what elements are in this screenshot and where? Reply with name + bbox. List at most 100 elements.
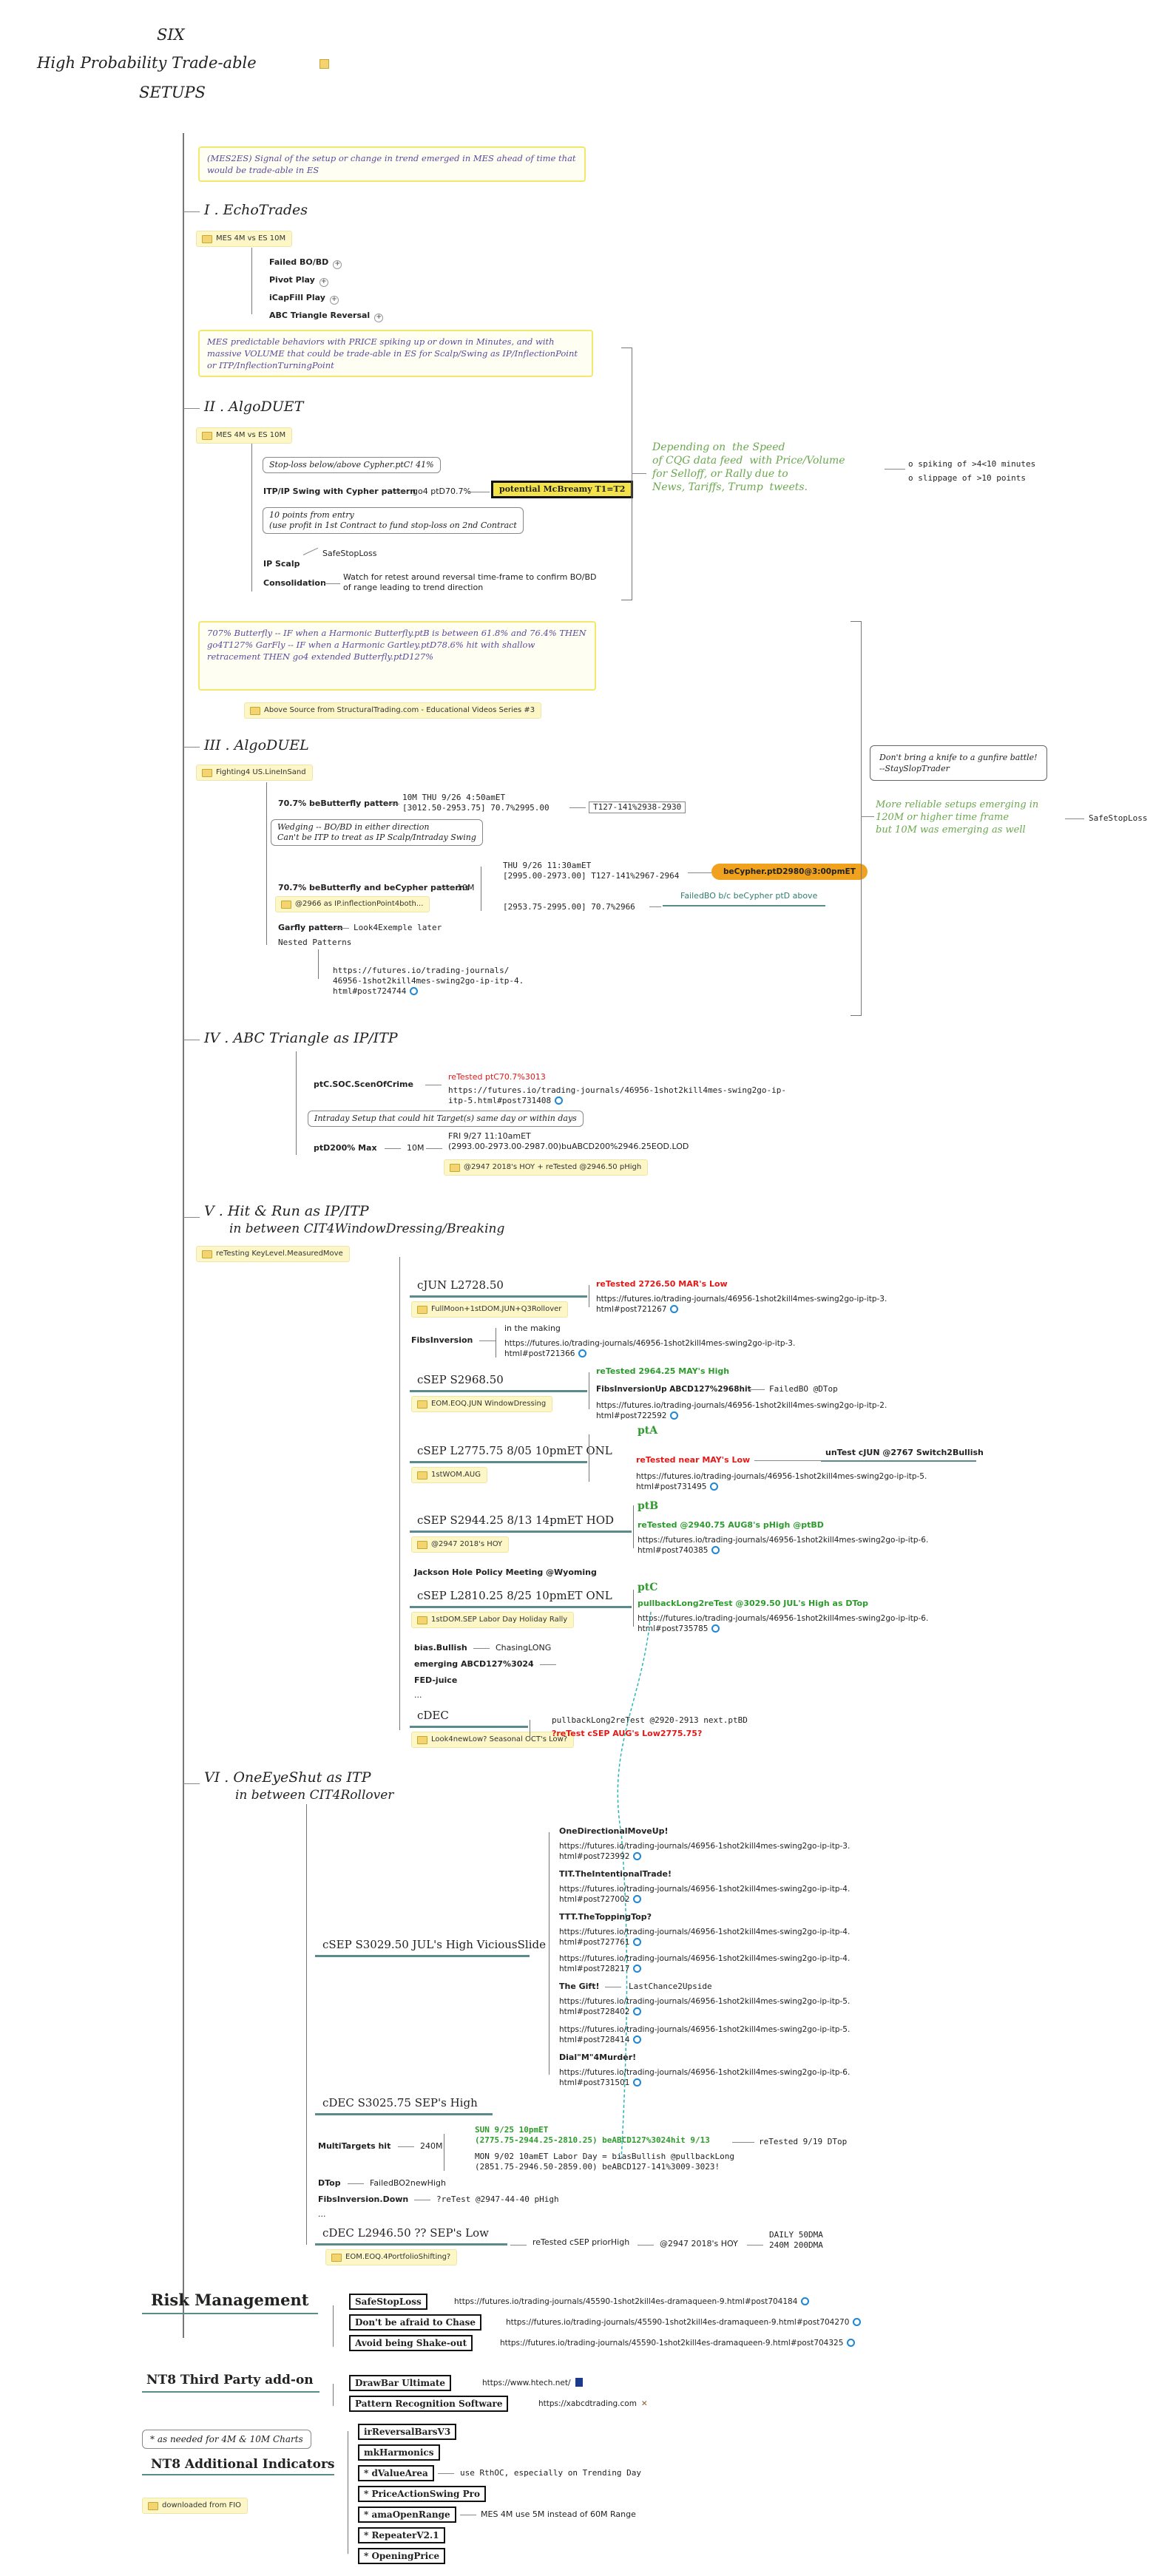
browser-icon[interactable] <box>633 1895 642 1903</box>
s5-sep4-pt: ptC <box>638 1582 658 1593</box>
browser-icon[interactable] <box>633 2078 642 2087</box>
s3-becypher: beCypher.ptD2980@3:00pmET <box>711 864 868 880</box>
nt8-title: NT8 Third Party add-on <box>146 2373 314 2387</box>
s5-fib-link[interactable]: https://futures.io/trading-journals/4695… <box>504 1339 796 1358</box>
s4-soc-link[interactable]: https://futures.io/trading-journals/4695… <box>448 1085 786 1105</box>
s1-item-1[interactable]: Pivot Play+ <box>269 275 328 287</box>
s3-t127-line <box>569 807 586 808</box>
ind-item-1: mkHarmonics <box>358 2444 440 2461</box>
s2-note: MES predictable behaviors with PRICE spi… <box>198 330 593 377</box>
s6-dtop-line <box>348 2183 364 2184</box>
s3-bracket <box>851 621 862 1016</box>
s3-failed: FailedBO b/c beCypher ptD above <box>680 891 818 901</box>
s3-nested-link[interactable]: https://futures.io/trading-journals/ 469… <box>333 966 524 996</box>
s6-retested: reTested 9/19 DTop <box>759 2137 848 2146</box>
s6-item-6-link[interactable]: https://futures.io/trading-journals/4695… <box>559 2068 851 2087</box>
browser-icon[interactable] <box>410 987 419 995</box>
s6-item-3-link[interactable]: https://futures.io/trading-journals/4695… <box>559 1954 851 1973</box>
nt8-underline <box>142 2391 319 2393</box>
s3-tag: Fighting4 US.LineInSand <box>196 765 313 781</box>
s5-sep4-tag: 1stDOM.SEP Labor Day Holiday Rally <box>411 1612 575 1628</box>
s6-sep-line <box>315 1955 530 1957</box>
s6-sun: SUN 9/25 10pmET (2775.75-2944.25-2810.25… <box>475 2125 710 2145</box>
s6-item-4-title: The Gift! <box>559 1982 600 1991</box>
browser-icon[interactable] <box>711 1624 720 1633</box>
s5-jun-label: cJUN L2728.50 <box>417 1278 504 1292</box>
ind-item-4-value: MES 4M use 5M instead of 60M Range <box>481 2509 636 2519</box>
risk-branch <box>333 2305 334 2347</box>
s6-item-4-link[interactable]: https://futures.io/trading-journals/4695… <box>559 1997 851 2016</box>
s2-tag: MES 4M vs ES 10M <box>196 427 293 444</box>
title-note-icon <box>319 59 329 69</box>
browser-icon[interactable] <box>853 2318 862 2326</box>
browser-icon[interactable] <box>555 1097 564 1105</box>
risk-item-2-link[interactable]: https://futures.io/trading-journals/4559… <box>500 2338 856 2348</box>
title-line2: High Probability Trade-able <box>37 54 257 72</box>
s5-sep3-tag: @2947 2018's HOY <box>411 1536 510 1553</box>
browser-icon[interactable] <box>633 1938 642 1946</box>
s6-connector <box>183 1783 200 1784</box>
browser-icon[interactable] <box>847 2339 856 2347</box>
s5-sep1-fib-line <box>748 1389 765 1390</box>
tools-icon: ✕ <box>640 2399 648 2408</box>
s5-label2: in between CIT4WindowDressing/Breaking <box>229 1221 505 1236</box>
s6-item-2-title: TTT.TheToppingTop? <box>559 1912 652 1922</box>
s5-sep2-untest-line <box>754 1460 821 1461</box>
s5-sep1-green: reTested 2964.25 MAY's High <box>596 1366 730 1376</box>
title-line1: SIX <box>157 26 185 44</box>
s2-spiking: o spiking of >4<10 minutes <box>908 459 1036 469</box>
title-line3: SETUPS <box>139 84 206 101</box>
s3-reliable-note: More reliable setups emerging in 120M or… <box>876 799 1039 835</box>
s6-item-5-link[interactable]: https://futures.io/trading-journals/4695… <box>559 2025 851 2044</box>
s4-label: IV . ABC Triangle as IP/ITP <box>204 1030 398 1046</box>
browser-icon[interactable] <box>633 1852 642 1860</box>
s6-item-2-link[interactable]: https://futures.io/trading-journals/4695… <box>559 1928 851 1947</box>
s5-sep1-link[interactable]: https://futures.io/trading-journals/4695… <box>596 1401 887 1420</box>
s4-max-label: ptD200% Max <box>314 1143 377 1153</box>
s2-connector <box>183 408 200 409</box>
s1-item-3[interactable]: ABC Triangle Reversal+ <box>269 311 384 322</box>
s5-sep2-untest: unTest cJUN @2767 Switch2Bullish <box>825 1448 984 1457</box>
s2-consol-line <box>324 583 340 584</box>
nt8-item-1-link[interactable]: https://xabcdtrading.com✕ <box>538 2399 648 2408</box>
app-icon <box>575 2378 583 2387</box>
s6-item-4-extra: LastChance2Upside <box>629 1982 712 1991</box>
s6-branch <box>306 1804 307 2245</box>
s6-multi-label: MultiTargets hit <box>318 2141 391 2151</box>
s1-item-2[interactable]: iCapFill Play+ <box>269 293 339 305</box>
s3-bf-label: 70.7% beButterfly pattern <box>278 799 399 808</box>
browser-icon[interactable] <box>633 2036 642 2044</box>
risk-item-0-link[interactable]: https://futures.io/trading-journals/4559… <box>454 2297 810 2307</box>
nt8-item-0-link[interactable]: https://www.htech.net/ <box>482 2378 583 2388</box>
s5-jun-link[interactable]: https://futures.io/trading-journals/4695… <box>596 1295 887 1314</box>
risk-item-1-link[interactable]: https://futures.io/trading-journals/4559… <box>506 2317 862 2328</box>
browser-icon[interactable] <box>578 1349 587 1358</box>
s3-bf-value: 10M THU 9/26 4:50amET [3012.50-2953.75] … <box>402 793 550 813</box>
s5-sep1-tag: EOM.EOQ.JUN WindowDressing <box>411 1396 553 1412</box>
browser-icon[interactable] <box>670 1305 679 1313</box>
browser-icon[interactable] <box>633 2007 642 2016</box>
s5-tag: reTesting KeyLevel.MeasuredMove <box>196 1246 350 1262</box>
browser-icon[interactable] <box>801 2297 810 2305</box>
s1-item-0[interactable]: Failed BO/BD+ <box>269 257 342 269</box>
browser-icon[interactable] <box>710 1482 719 1491</box>
s5-sep3-link[interactable]: https://futures.io/trading-journals/4695… <box>638 1536 929 1555</box>
s5-sep2-link[interactable]: https://futures.io/trading-journals/4695… <box>636 1472 927 1491</box>
s6-item-1-link[interactable]: https://futures.io/trading-journals/4695… <box>559 1885 851 1904</box>
s5-sep1-line <box>410 1390 587 1392</box>
s3-bracket-line <box>861 816 874 817</box>
s5-bias-value: ChasingLONG <box>496 1643 552 1653</box>
s6-dec2-hoy: @2947 2018's HOY <box>660 2239 738 2248</box>
browser-icon[interactable] <box>633 1965 642 1973</box>
browser-icon[interactable] <box>670 1411 679 1420</box>
s6-retested-line <box>732 2142 754 2143</box>
ind-underline <box>142 2474 334 2475</box>
nt8-item-0: DrawBar Ultimate <box>349 2375 452 2391</box>
nt8-branch <box>333 2384 334 2406</box>
s5-sep4-green: pullbackLong2reTest @3029.50 JUL's High … <box>638 1599 868 1608</box>
s6-dec1-label: cDEC S3025.75 SEP's High <box>322 2096 478 2109</box>
s6-item-0-link[interactable]: https://futures.io/trading-journals/4695… <box>559 1842 851 1861</box>
s5-sep4-link[interactable]: https://futures.io/trading-journals/4695… <box>638 1614 929 1633</box>
browser-icon[interactable] <box>711 1546 720 1554</box>
s5-fed: FED-juice <box>414 1675 458 1685</box>
